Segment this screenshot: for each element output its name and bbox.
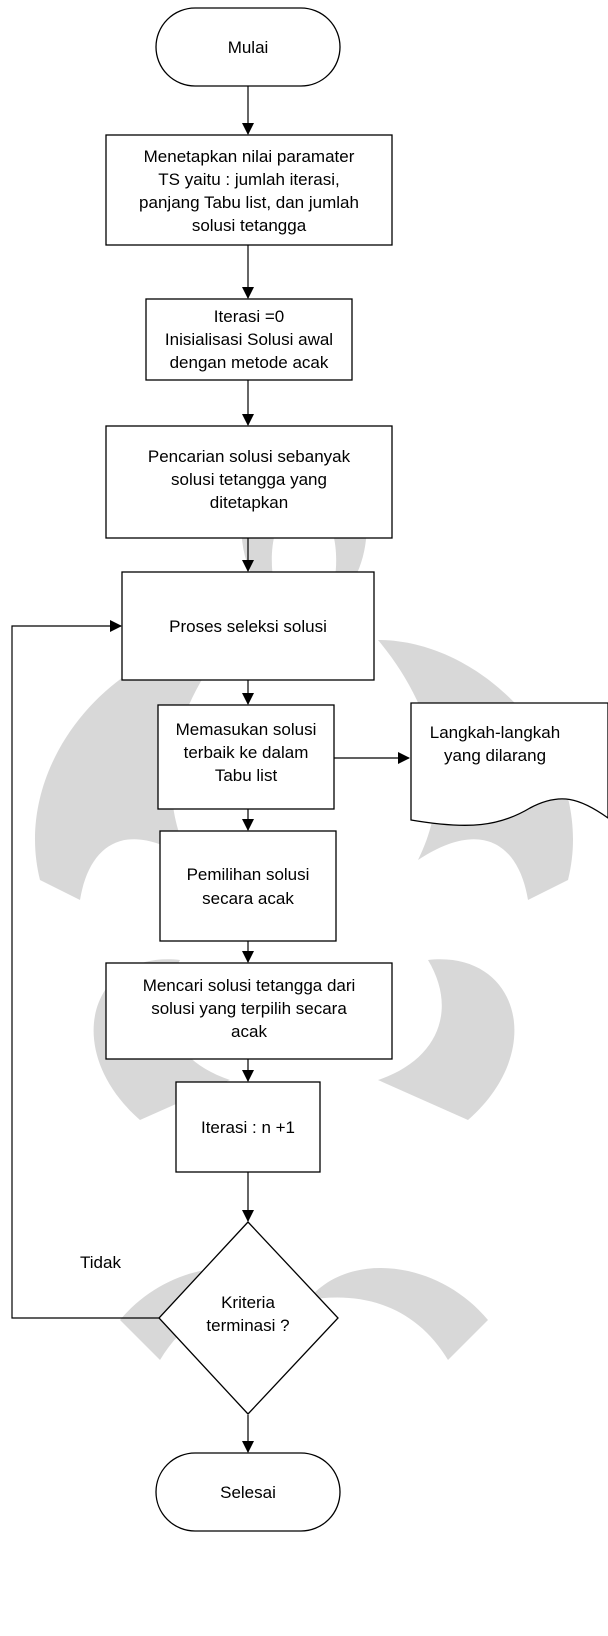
document-line-2: yang dilarang bbox=[444, 746, 546, 765]
step-set-parameters-line-1: Menetapkan nilai paramater bbox=[144, 147, 355, 166]
step-insert-tabu-list-line-1: Memasukan solusi bbox=[176, 720, 317, 739]
loop-label-no: Tidak bbox=[80, 1253, 121, 1272]
step-insert-tabu-list-line-3: Tabu list bbox=[215, 766, 278, 785]
step-set-parameters-line-4: solusi tetangga bbox=[192, 216, 307, 235]
step-set-parameters-line-2: TS yaitu : jumlah iterasi, bbox=[158, 170, 339, 189]
end-terminator: Selesai bbox=[156, 1453, 340, 1531]
step-search-solutions-line-1: Pencarian solusi sebanyak bbox=[148, 447, 351, 466]
decision-line-2: terminasi ? bbox=[206, 1316, 289, 1335]
step-initialize-line-2: Inisialisasi Solusi awal bbox=[165, 330, 333, 349]
step-find-neighbors-line-3: acak bbox=[231, 1022, 267, 1041]
step-search-solutions-line-2: solusi tetangga yang bbox=[171, 470, 327, 489]
decision-termination: Kriteria terminasi ? bbox=[159, 1222, 338, 1414]
step-find-neighbors-line-2: solusi yang terpilih secara bbox=[151, 999, 347, 1018]
step-selection-process-line-1: Proses seleksi solusi bbox=[169, 617, 327, 636]
step-random-selection: Pemilihan solusi secara acak bbox=[160, 831, 336, 941]
step-initialize-line-1: Iterasi =0 bbox=[214, 307, 284, 326]
step-initialize-line-3: dengan metode acak bbox=[170, 353, 329, 372]
step-find-neighbors-line-1: Mencari solusi tetangga dari bbox=[143, 976, 356, 995]
step-set-parameters: Menetapkan nilai paramater TS yaitu : ju… bbox=[106, 135, 392, 245]
step-search-solutions-line-3: ditetapkan bbox=[210, 493, 288, 512]
step-set-parameters-line-3: panjang Tabu list, dan jumlah bbox=[139, 193, 359, 212]
document-forbidden-moves: Langkah-langkah yang dilarang bbox=[411, 703, 608, 825]
step-insert-tabu-list: Memasukan solusi terbaik ke dalam Tabu l… bbox=[158, 705, 334, 809]
step-selection-process: Proses seleksi solusi bbox=[122, 572, 374, 680]
step-increment-iteration-line-1: Iterasi : n +1 bbox=[201, 1118, 295, 1137]
start-terminator: Mulai bbox=[156, 8, 340, 86]
document-line-1: Langkah-langkah bbox=[430, 723, 560, 742]
step-random-selection-line-2: secara acak bbox=[202, 889, 294, 908]
end-label: Selesai bbox=[220, 1483, 276, 1502]
step-find-neighbors: Mencari solusi tetangga dari solusi yang… bbox=[106, 963, 392, 1059]
step-initialize: Iterasi =0 Inisialisasi Solusi awal deng… bbox=[146, 299, 352, 380]
decision-line-1: Kriteria bbox=[221, 1293, 275, 1312]
step-random-selection-line-1: Pemilihan solusi bbox=[187, 865, 310, 884]
start-label: Mulai bbox=[228, 38, 269, 57]
step-insert-tabu-list-line-2: terbaik ke dalam bbox=[184, 743, 309, 762]
step-increment-iteration: Iterasi : n +1 bbox=[176, 1082, 320, 1172]
step-search-solutions: Pencarian solusi sebanyak solusi tetangg… bbox=[106, 426, 392, 538]
